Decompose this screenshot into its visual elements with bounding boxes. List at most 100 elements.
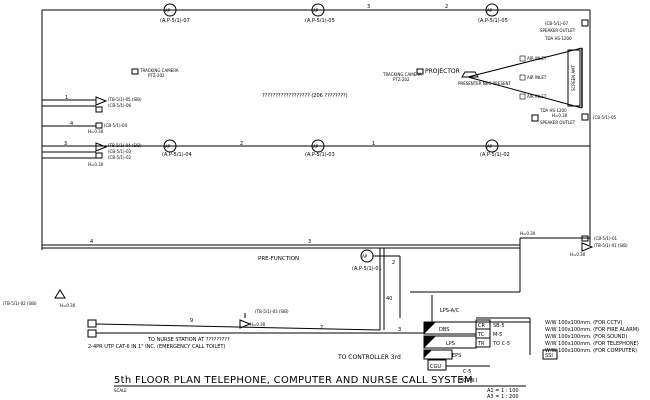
eps-label: EPS [452, 353, 461, 359]
to-c5-label: TO C-5 [492, 341, 510, 347]
telephone-outlet-icon[interactable] [54, 289, 66, 299]
telephone-outlet-icon[interactable] [581, 242, 594, 252]
tda-label: TDA HS-1200 [539, 108, 567, 113]
tracking-camera-label: TRACKING CAMERA [382, 72, 422, 77]
tracking-camera-label: TRACKING CAMERA [139, 68, 179, 73]
c5-load-label: (500W.) [458, 378, 477, 384]
wire-count: 1 [65, 95, 68, 101]
cb-label: (CB-5/1)-06 [108, 103, 132, 108]
m5-label: M-5 [493, 332, 502, 338]
cable-notes: W/W 100x100mm. (FOR CCTV) W/W 100x100mm.… [545, 320, 639, 354]
air-inlet-label: AIR INLET [527, 75, 547, 80]
tb-label: (TB-5/1)-05 (SIB) [108, 97, 142, 102]
ap-symbol: AP [313, 8, 319, 13]
wire-count: 2 [240, 141, 243, 147]
bottom-left-outlet: (TB-5/1)-02 (SIB) H=0.30 [3, 289, 76, 308]
scale-a3: A3 = 1 : 200 [487, 394, 519, 400]
wire-count: 3 [308, 239, 311, 245]
ap-label: (A.P-5/1)-04 [162, 152, 192, 158]
access-point[interactable]: AP (A.P-5/1)-07 [160, 3, 190, 24]
telephone-outlet-icon[interactable] [239, 319, 252, 329]
cb-label: (CB-5/1)-04 [104, 123, 128, 128]
room-label: ?????????????????? (206 ????????) [262, 93, 348, 99]
tc-label: TC [477, 332, 485, 338]
wire-count: 3 [367, 4, 370, 10]
c5-label: C-5 [463, 369, 471, 375]
cable-note: W/W 100x100mm. (FOR TELEPHONE) [545, 341, 639, 347]
drawing-title: 5th FLOOR PLAN TELEPHONE, COMPUTER AND N… [114, 375, 473, 386]
scale-label: SCALE [114, 388, 127, 393]
speaker-outlet-label: SPEAKER OUTLET [540, 28, 576, 33]
ap-label: (A.P-5/1)-03 [305, 152, 335, 158]
wire-count: 9 [190, 318, 193, 324]
main-trunk: 4 3 [42, 237, 590, 249]
ap-label: (A.P-5/1)-05 [478, 18, 508, 24]
right-outlet-group: H=0.30 (CB-5/1)-01 (TB-5/1)-01 (SIB) H=0… [520, 231, 628, 257]
speaker-outlet-code: (CB-5/1)-07 [545, 21, 569, 26]
ap-label: (A.P-5/1)-01 [352, 266, 382, 272]
h-label: H=0.30 [570, 252, 586, 257]
access-point[interactable]: AP (A.P-5/1)-02 [480, 139, 510, 158]
tb-label: (TB-5/1)-04 (SIB) [108, 143, 142, 148]
computer-outlet-icon[interactable] [95, 106, 103, 113]
wire-count: 1 [372, 141, 375, 147]
wire-count: 3 [64, 141, 67, 147]
computer-outlet-icon[interactable] [581, 235, 589, 242]
wire-count: 3 [398, 327, 401, 333]
cgu-panel[interactable] [427, 359, 447, 371]
wire-count: 40 [386, 296, 392, 302]
tracking-camera-left[interactable]: TRACKING CAMERA PTZ-202 [131, 68, 179, 78]
left-outlet-group-lower: 3 2 1 (TB-5/1)-04 (SIB) (CB-5/1)-03 (CB-… [42, 141, 590, 167]
ssi-label: SSI [545, 353, 553, 359]
access-point[interactable]: AP (A.P-5/1)-03 [305, 139, 335, 158]
cb-label: (CB-5/1)-01 [594, 236, 618, 241]
speaker-outlet-bottom[interactable]: TDA HS-1200 H=0.30 SPEAKER OUTLET (CB-5/… [531, 108, 617, 125]
tb-label: (TB-5/1)-03 (SIB) [255, 309, 289, 314]
tr-label: TR [477, 341, 485, 347]
telephone-outlet-icon[interactable] [95, 96, 108, 106]
cable-note: 2-4PR UTP CAT-6 IN 1" INC. (EMERGENCY CA… [88, 344, 225, 350]
top-cable-run: 3 2 [41, 4, 591, 250]
tda-label: TDA HS-1200 [544, 36, 572, 41]
cb-label: (CB-5/1)-02 [108, 155, 132, 160]
to-controller-label: TO CONTROLLER 3rd [337, 354, 401, 361]
h-label: H=0.30 [552, 113, 568, 118]
projector[interactable]: PROJECTOR PRESENTER NEO PRESENT [425, 68, 512, 86]
projector-sub: PRESENTER NEO PRESENT [458, 81, 512, 86]
ap-label: (A.P-5/1)-05 [305, 18, 335, 24]
lps-ac-label: LPS-A/C [440, 308, 460, 314]
ap-label: (A.P-5/1)-07 [160, 18, 190, 24]
speaker-outlet-top[interactable]: (CB-5/1)-07 SPEAKER OUTLET TDA HS-1200 [540, 19, 589, 41]
speaker-outlet-label: SPEAKER OUTLET [540, 120, 576, 125]
cgu-label: CGU [430, 364, 441, 370]
ap-symbol: AP [165, 144, 171, 149]
ap-symbol: AP [362, 254, 368, 259]
access-point[interactable]: AP (A.P-5/1)-01 2 [352, 249, 401, 318]
lps-label: LPS [446, 341, 455, 347]
tracking-camera-code: PTZ-202 [393, 77, 410, 82]
tracking-camera-code: PTZ-202 [148, 73, 165, 78]
tb-label: (TB-5/1)-01 (SIB) [594, 243, 628, 248]
tracking-camera-mid[interactable]: TRACKING CAMERA PTZ-202 [382, 68, 424, 82]
screen-label: SCREEN AMT [571, 64, 576, 91]
ap-symbol: AP [165, 8, 171, 13]
nurse-call-outlet-icon[interactable] [87, 329, 97, 338]
computer-outlet-icon[interactable] [95, 152, 103, 159]
wire-count: 2 [392, 260, 395, 266]
nurse-call-outlet-icon[interactable] [87, 319, 97, 328]
access-point[interactable]: AP (A.P-5/1)-05 [305, 3, 335, 24]
telephone-outlet-icon[interactable] [95, 142, 108, 152]
access-point[interactable]: AP (A.P-5/1)-05 [478, 3, 508, 24]
cb-label: (CB-5/1)-03 [108, 149, 132, 154]
title-block: 5th FLOOR PLAN TELEPHONE, COMPUTER AND N… [114, 375, 526, 400]
cable-note: W/W 100x100mm. (FOR FIRE ALARM) [545, 327, 639, 333]
cable-note: W/W 100x100mm. (FOR CCTV) [545, 320, 622, 326]
sb5-label: SB-5 [493, 323, 505, 329]
nurse-station-note: TO NURSE STATION AT ????????? [147, 337, 230, 343]
ssi-panel[interactable] [542, 349, 558, 360]
nurse-call-run: 9 2 (TB-5/1)-03 (SIB) H=0.30 TO NURSE ST… [87, 309, 381, 350]
access-point[interactable]: AP (A.P-5/1)-04 [162, 139, 192, 158]
computer-outlet-icon[interactable] [95, 122, 103, 129]
pre-function-label: PRE-FUNCTION [258, 256, 299, 262]
